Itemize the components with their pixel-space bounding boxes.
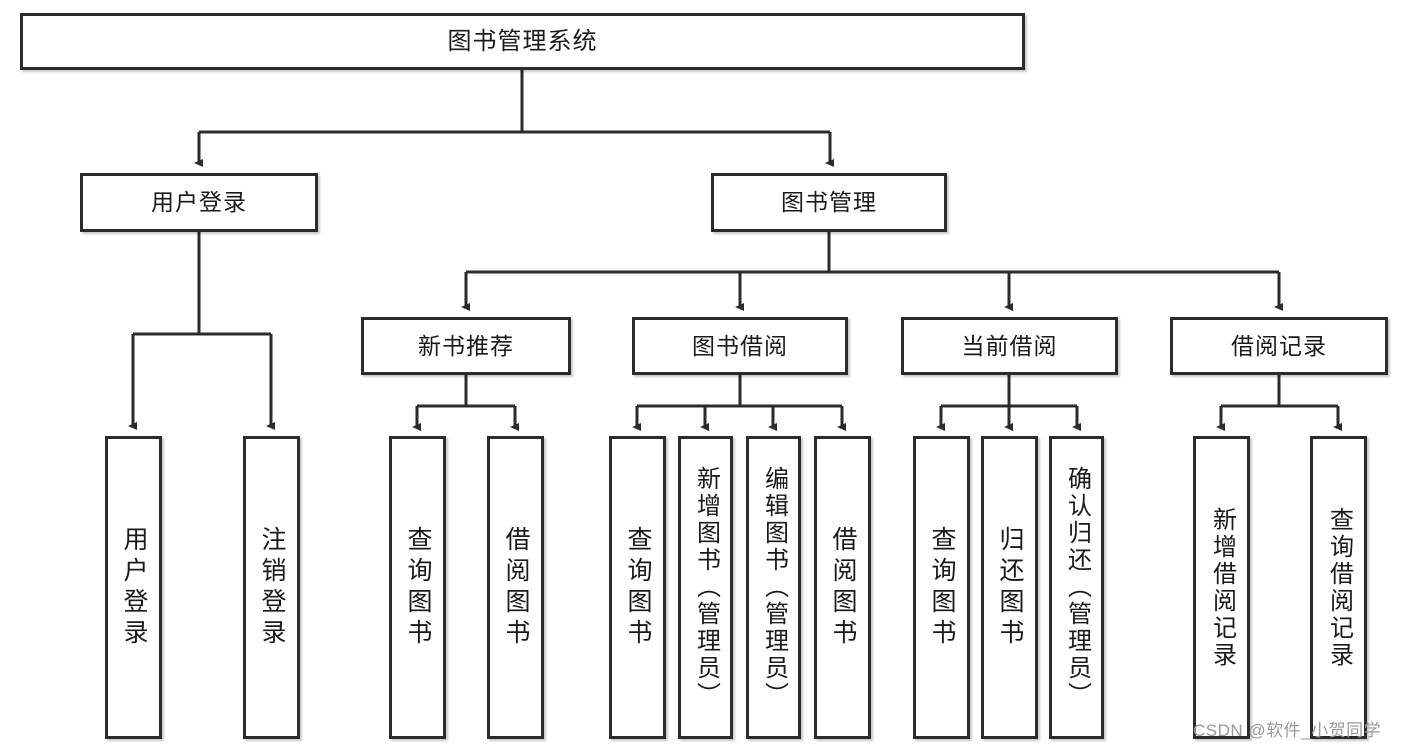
leaf-confirm-return[interactable]: 确认归还（管理员） [1049,436,1104,739]
leaf-query-book-1[interactable]: 查询图书 [389,436,446,739]
watermark: CSDN @软件_小贺同学 [1193,721,1382,740]
node-current-borrow[interactable]: 当前借阅 [901,317,1118,375]
node-borrow-record[interactable]: 借阅记录 [1170,317,1388,375]
leaf-add-record[interactable]: 新增借阅记录 [1193,436,1250,739]
leaf-borrow-book-2[interactable]: 借阅图书 [814,436,871,739]
node-label: 编辑图书（管理员） [760,466,788,709]
node-label: 查询借阅记录 [1325,506,1353,669]
node-label: 新书推荐 [418,332,514,359]
node-label: 借阅图书 [829,525,857,650]
node-book-borrow[interactable]: 图书借阅 [632,317,848,375]
leaf-borrow-book-1[interactable]: 借阅图书 [487,436,544,739]
node-label: 查询图书 [928,525,956,650]
leaf-add-book[interactable]: 新增图书（管理员） [678,436,733,739]
node-book-manage[interactable]: 图书管理 [711,173,947,232]
leaf-query-book-3[interactable]: 查询图书 [913,436,970,739]
node-user-login[interactable]: 用户登录 [80,173,318,232]
node-label: 图书管理 [781,189,877,216]
node-label: 查询图书 [404,525,432,650]
node-label: 新增借阅记录 [1208,506,1236,669]
node-label: 当前借阅 [961,332,1058,359]
leaf-edit-book[interactable]: 编辑图书（管理员） [746,436,801,739]
node-label: 注销登录 [258,525,286,650]
node-label: 图书管理系统 [447,27,598,55]
node-label: 用户登录 [151,189,247,216]
node-label: 借阅记录 [1231,332,1327,359]
node-label: 新增图书（管理员） [692,466,720,709]
leaf-query-book-2[interactable]: 查询图书 [609,436,666,739]
node-label: 用户登录 [120,525,148,650]
node-label: 图书借阅 [692,332,788,359]
node-root-system[interactable]: 图书管理系统 [20,13,1025,70]
node-label: 确认归还（管理员） [1063,466,1091,709]
node-label: 查询图书 [624,525,652,650]
node-label: 归还图书 [996,525,1024,650]
leaf-user-login[interactable]: 用户登录 [105,436,162,739]
leaf-logout[interactable]: 注销登录 [243,436,300,739]
node-label: 借阅图书 [502,525,530,650]
leaf-query-record[interactable]: 查询借阅记录 [1310,436,1367,739]
node-new-book-recommend[interactable]: 新书推荐 [361,317,571,375]
leaf-return-book[interactable]: 归还图书 [981,436,1038,739]
